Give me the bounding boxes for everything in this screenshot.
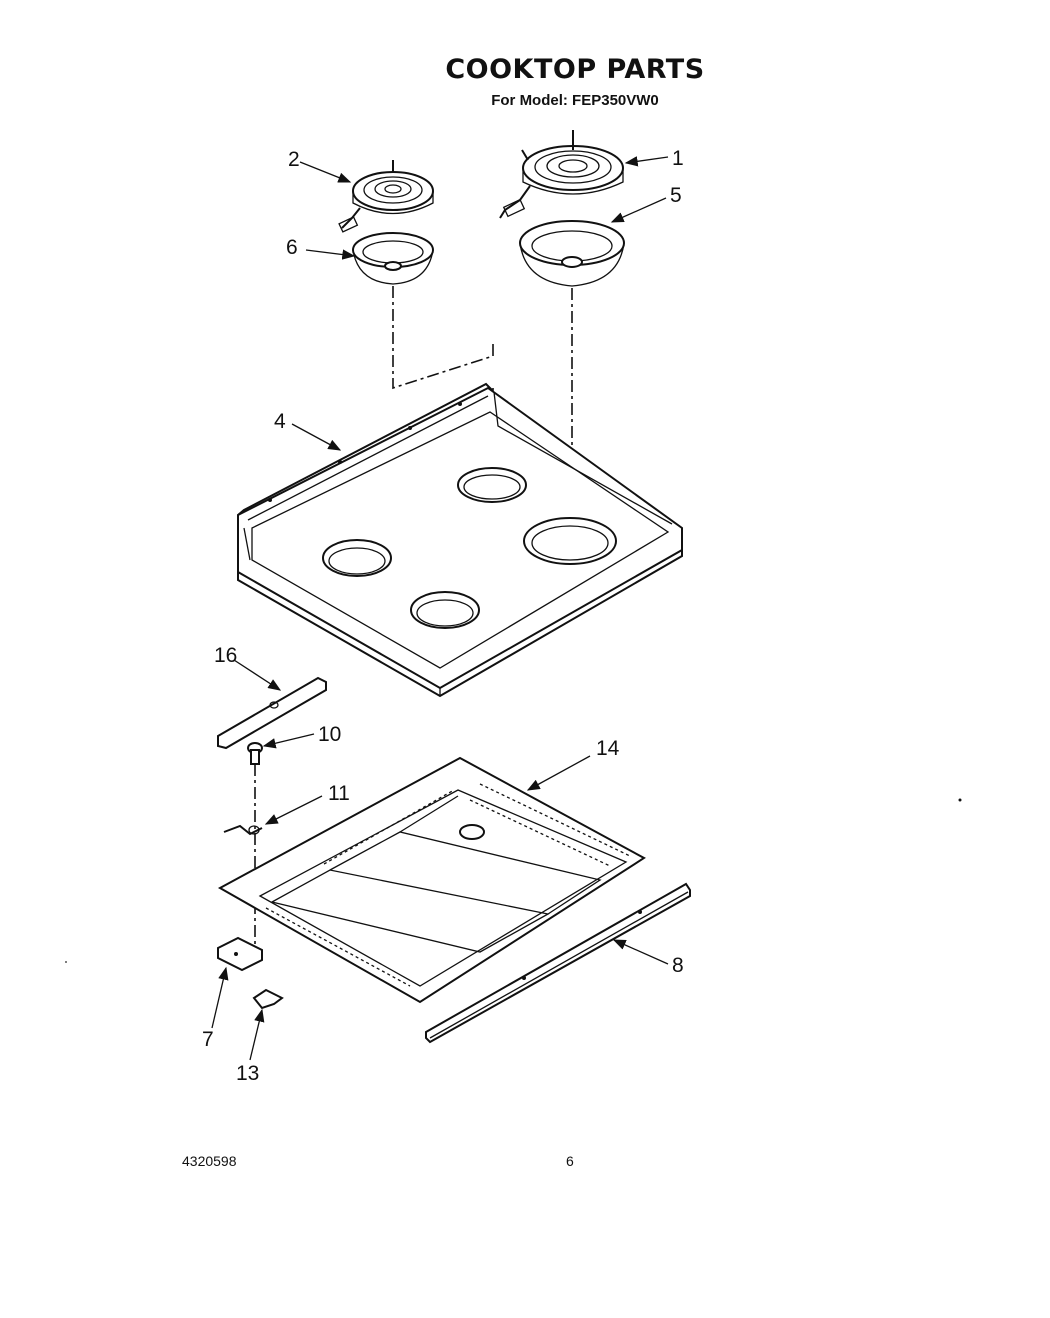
front-rail	[425, 882, 691, 1044]
page-number: 6	[566, 1153, 574, 1169]
callout-16: 16	[214, 644, 237, 667]
small-clip	[252, 988, 284, 1010]
callout-14: 14	[596, 737, 620, 760]
large-surface-element	[499, 130, 624, 219]
callout-6: 6	[286, 236, 298, 259]
bottom-tray	[217, 756, 646, 1004]
model-subtitle: For Model: FEP350VW0	[491, 92, 659, 109]
support-bracket	[217, 676, 327, 750]
small-drip-bowl	[352, 232, 434, 285]
corner-bracket	[217, 936, 263, 972]
callout-7: 7	[202, 1028, 214, 1051]
page-title: COOKTOP PARTS	[445, 54, 705, 85]
callout-2: 2	[288, 148, 300, 171]
callout-10: 10	[318, 723, 341, 746]
callout-11: 11	[328, 782, 350, 805]
small-surface-element	[338, 160, 434, 233]
callout-1: 1	[672, 147, 684, 170]
callout-4: 4	[274, 410, 286, 433]
callout-8: 8	[672, 954, 684, 977]
leader-lines	[211, 156, 669, 1061]
large-drip-bowl	[519, 220, 625, 287]
callout-5: 5	[670, 184, 682, 207]
callout-13: 13	[236, 1062, 259, 1085]
document-number: 4320598	[182, 1153, 237, 1169]
clip	[223, 824, 263, 836]
screw	[247, 742, 263, 765]
cooktop-main-top	[237, 382, 683, 698]
